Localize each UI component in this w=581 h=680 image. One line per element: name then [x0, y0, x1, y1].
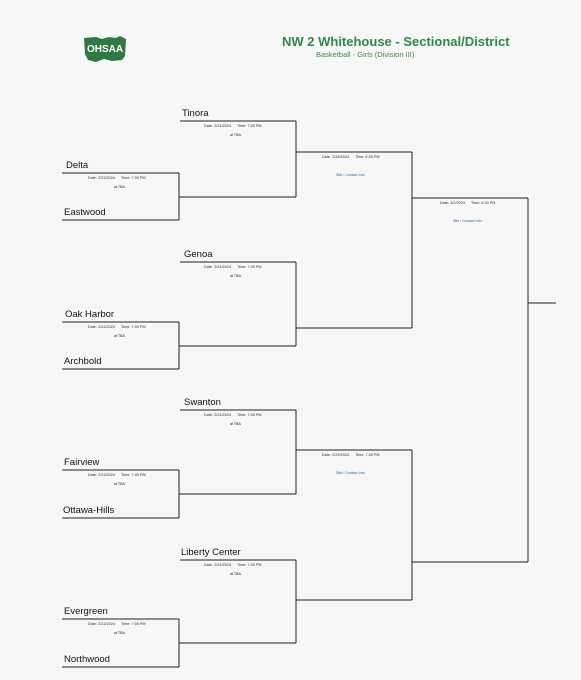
- game-10-date: Date: 2/29/2024: [322, 453, 350, 457]
- bracket-subtitle: Basketball - Girls (Division III): [316, 50, 415, 59]
- game-7-date: Date: 2/24/2024: [204, 413, 232, 417]
- game-9-time: Time: 6:00 PM: [355, 155, 380, 159]
- game-6-time: Time: 7:00 PM: [237, 265, 262, 269]
- game-2-venue: at TBA: [114, 334, 125, 338]
- game-3-venue: at TBA: [114, 482, 125, 486]
- game-2-time: Time: 7:00 PM: [121, 325, 146, 329]
- game-1-time: Time: 7:00 PM: [121, 176, 146, 180]
- game-10-info: Date: 2/29/2024 Time: 7:30 PM: [322, 453, 380, 457]
- game-8-venue: at TBA: [230, 572, 241, 576]
- game-4-date: Date: 2/22/2024: [88, 622, 116, 626]
- team-evergreen: Evergreen: [64, 606, 108, 617]
- game-7-time: Time: 7:00 PM: [237, 413, 262, 417]
- game-1-info: Date: 2/22/2024 Time: 7:00 PM: [88, 176, 146, 180]
- game-2-date: Date: 2/22/2024: [88, 325, 116, 329]
- game-9-site-link[interactable]: Site / Contact Info: [336, 173, 365, 177]
- game-11-site-link[interactable]: Site / Contact Info: [453, 219, 482, 223]
- game-1-date: Date: 2/22/2024: [88, 176, 116, 180]
- ohsaa-logo: OHSAA: [84, 36, 126, 62]
- game-2-info: Date: 2/22/2024 Time: 7:00 PM: [88, 325, 146, 329]
- game-4-info: Date: 2/22/2024 Time: 7:00 PM: [88, 622, 146, 626]
- game-3-date: Date: 2/22/2024: [88, 473, 116, 477]
- team-tinora: Tinora: [182, 108, 209, 119]
- game-1-venue: at TBA: [114, 185, 125, 189]
- game-11-date: Date: 3/2/2024: [440, 201, 465, 205]
- logo-text: OHSAA: [87, 44, 123, 55]
- game-8-date: Date: 2/24/2024: [204, 563, 232, 567]
- game-8-time: Time: 7:00 PM: [237, 563, 262, 567]
- game-5-date: Date: 2/24/2024: [204, 124, 232, 128]
- game-7-venue: at TBA: [230, 422, 241, 426]
- game-6-info: Date: 2/24/2024 Time: 7:00 PM: [204, 265, 262, 269]
- game-5-time: Time: 7:00 PM: [237, 124, 262, 128]
- game-8-info: Date: 2/24/2024 Time: 7:00 PM: [204, 563, 262, 567]
- team-oak-harbor: Oak Harbor: [65, 309, 115, 320]
- game-9-info: Date: 2/28/2024 Time: 6:00 PM: [322, 155, 380, 159]
- team-archbold: Archbold: [64, 356, 102, 367]
- game-3-info: Date: 2/22/2024 Time: 7:00 PM: [88, 473, 146, 477]
- game-11-info: Date: 3/2/2024 Time: 6:30 PM: [440, 201, 496, 205]
- game-10-time: Time: 7:30 PM: [355, 453, 380, 457]
- game-10-site-link[interactable]: Site / Contact Info: [336, 471, 365, 475]
- game-7-info: Date: 2/24/2024 Time: 7:00 PM: [204, 413, 262, 417]
- game-3-time: Time: 7:00 PM: [121, 473, 146, 477]
- team-ottawa-hills: Ottawa-Hills: [63, 505, 115, 516]
- game-6-date: Date: 2/24/2024: [204, 265, 232, 269]
- game-11-time: Time: 6:30 PM: [470, 201, 496, 205]
- team-swanton: Swanton: [184, 397, 221, 408]
- game-9-date: Date: 2/28/2024: [322, 155, 350, 159]
- team-eastwood: Eastwood: [64, 207, 106, 218]
- game-4-time: Time: 7:00 PM: [121, 622, 146, 626]
- game-5-venue: at TBA: [230, 133, 241, 137]
- team-northwood: Northwood: [64, 654, 110, 665]
- team-fairview: Fairview: [64, 457, 100, 468]
- game-6-venue: at TBA: [230, 274, 241, 278]
- team-delta: Delta: [66, 160, 89, 171]
- team-genoa: Genoa: [184, 249, 213, 260]
- team-liberty-center: Liberty Center: [181, 547, 241, 558]
- bracket-title: NW 2 Whitehouse - Sectional/District: [282, 34, 510, 49]
- game-5-info: Date: 2/24/2024 Time: 7:00 PM: [204, 124, 262, 128]
- game-4-venue: at TBA: [114, 631, 125, 635]
